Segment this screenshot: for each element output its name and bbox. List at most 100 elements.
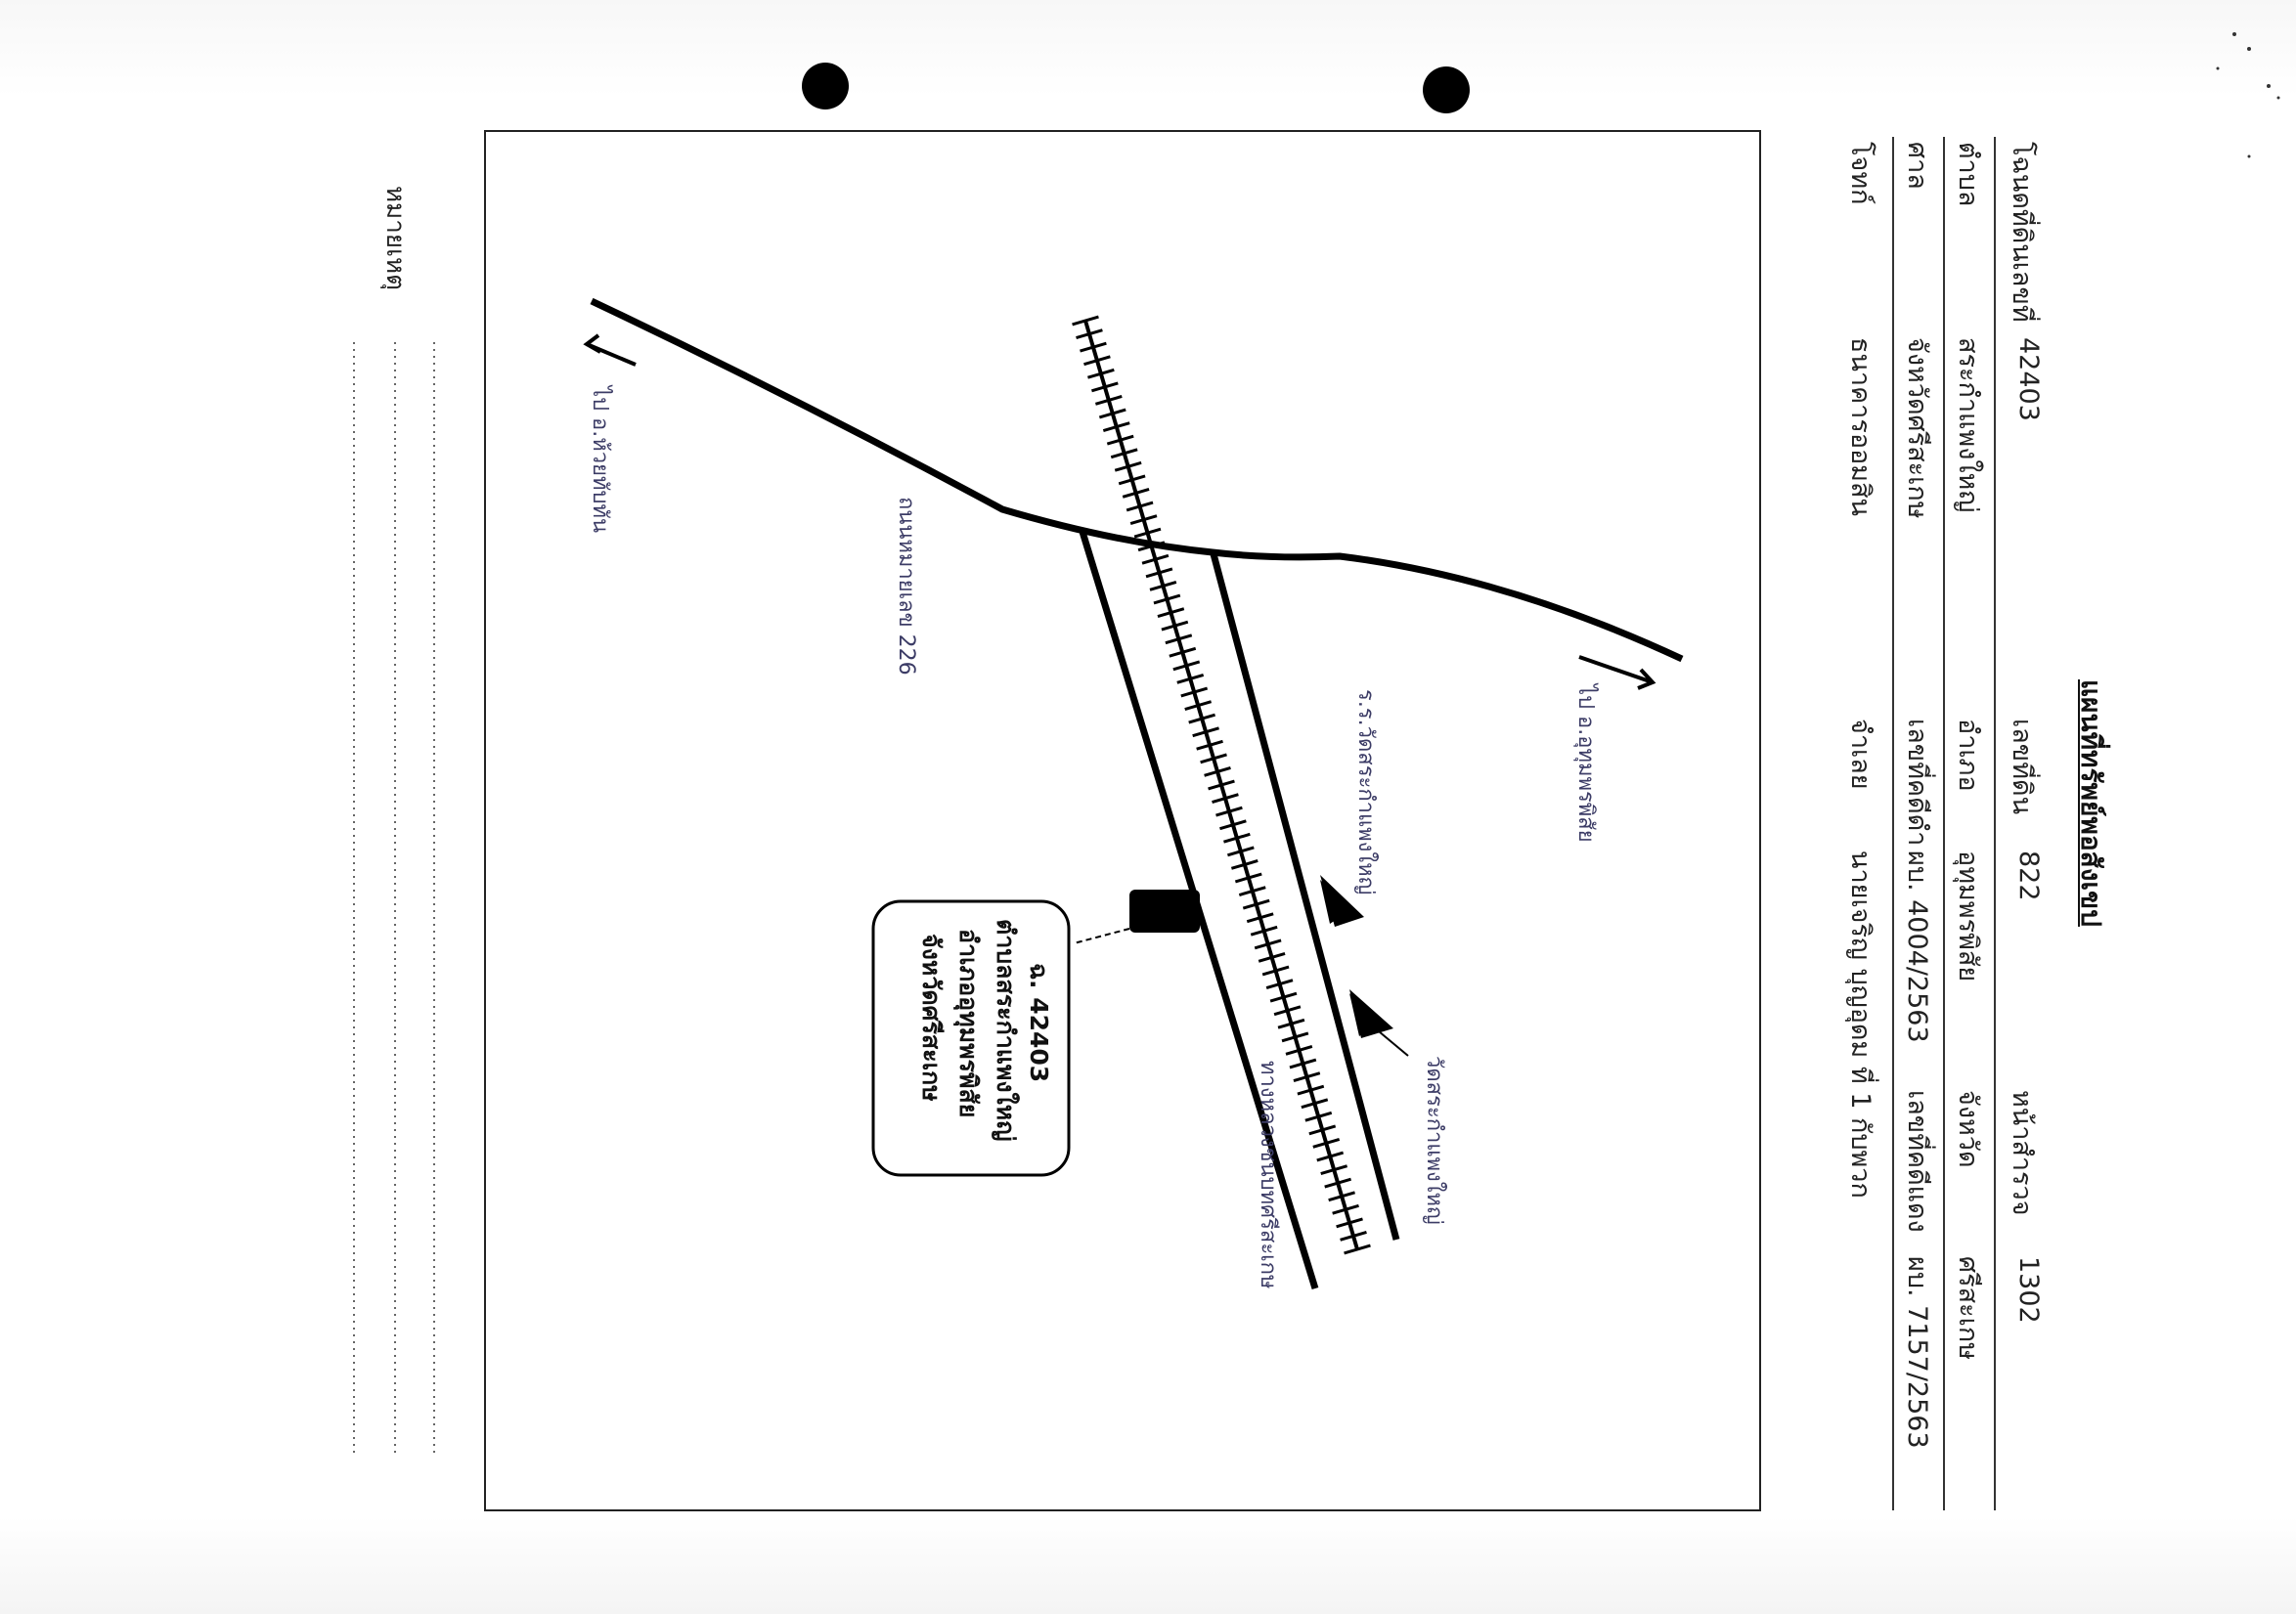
property-leader-line xyxy=(1073,928,1130,944)
railway-tie xyxy=(1118,474,1146,486)
railway-tie xyxy=(1289,1058,1317,1069)
railway-tie xyxy=(1312,1138,1341,1149)
info-label-district: อำเภอ xyxy=(1953,719,1983,792)
railway-tie xyxy=(1122,488,1150,499)
railway-tie xyxy=(1269,991,1298,1003)
railway-tie xyxy=(1219,819,1247,831)
railway-tie xyxy=(1265,979,1294,989)
info-value-subdistrict: สระกำแพงใหญ่ xyxy=(1953,337,1983,513)
property-province: จังหวัดศรีสะเกษ xyxy=(917,934,946,1102)
railway-tie xyxy=(1106,434,1134,446)
railway-tie xyxy=(1215,806,1243,817)
railway-tie xyxy=(1226,846,1255,857)
info-value-court: จังหวัดศรีสะเกษ xyxy=(1902,337,1932,519)
property-marker xyxy=(1129,890,1200,933)
railway-tie xyxy=(1304,1111,1333,1122)
railway-tie xyxy=(1230,859,1258,870)
railway-tie xyxy=(1133,527,1162,539)
railway-tie xyxy=(1196,739,1223,751)
railway-tie xyxy=(1336,1217,1363,1229)
property-subdistrict: ตำบลสระกำแพงใหญ่ xyxy=(992,919,1020,1142)
railway-tie xyxy=(1301,1098,1329,1110)
info-value-defendant: นายเจริญ บุญอุดม ที่ 1 กับพวก xyxy=(1845,851,1876,1199)
label-temple: วัดสระกำแพงใหญ่ xyxy=(1422,1056,1446,1225)
railway-tie xyxy=(1293,1071,1321,1082)
punch-hole-left xyxy=(802,63,849,109)
railway-tie xyxy=(1087,368,1115,379)
railway-tie xyxy=(1141,553,1170,565)
railway-tie xyxy=(1176,674,1205,684)
railway-tie xyxy=(1234,872,1262,884)
railway-tie xyxy=(1297,1084,1325,1096)
railway-tie xyxy=(1102,421,1130,432)
railway-tie xyxy=(1344,1243,1371,1255)
railway-tie xyxy=(1308,1124,1337,1136)
info-value-district: อุทุมพรพิสัย xyxy=(1953,851,1983,982)
property-district: อำเภออุทุมพรพิสัย xyxy=(954,929,983,1118)
info-label-subdistrict: ตำบล xyxy=(1953,142,1983,207)
document-title: แผนที่ทรัพย์พอสังเขป xyxy=(2075,679,2107,927)
railway-tie xyxy=(1080,341,1107,353)
info-label-plaintiff: โจทก์ xyxy=(1845,142,1876,205)
railway-tie xyxy=(1180,686,1209,698)
railway-tie xyxy=(1242,898,1270,910)
railway-tie xyxy=(1273,1005,1302,1017)
railway-tie xyxy=(1172,660,1201,672)
info-label-black-case: เลขที่คดีดำ xyxy=(1902,719,1932,847)
railway-tie xyxy=(1258,952,1286,963)
info-label-land-no: เลขที่ดิน xyxy=(2007,719,2037,815)
railway-tie xyxy=(1204,766,1231,777)
railway-tie xyxy=(1157,607,1185,618)
highway-226-line xyxy=(590,297,1684,663)
label-rural-road: ทางหลวงชนบทศรีสะเกษ xyxy=(1256,1061,1280,1289)
railway-ties xyxy=(1072,315,1371,1255)
railway-tie xyxy=(1153,593,1181,605)
railway-tie xyxy=(1238,886,1266,896)
info-value-province: ศรีสะเกษ xyxy=(1953,1256,1983,1360)
label-to-huai-thap-than: ไป อ.ห้วยทับทัน xyxy=(588,386,612,533)
railway-tie xyxy=(1114,460,1142,472)
railway-tie xyxy=(1169,646,1197,658)
info-label-deed-no: โฉนดที่ดินเลขที่ xyxy=(2007,142,2037,323)
railway-tie xyxy=(1165,633,1193,645)
railway-tie xyxy=(1250,925,1278,937)
info-value-black-case: ผบ. 4004/2563 xyxy=(1902,851,1932,1043)
railway-tie xyxy=(1083,355,1111,367)
info-label-red-case: เลขที่คดีแดง xyxy=(1902,1090,1932,1233)
railway-tie xyxy=(1076,328,1103,339)
railway-tie xyxy=(1277,1018,1305,1029)
railway-tie xyxy=(1320,1164,1348,1175)
info-label-court: ศาล xyxy=(1902,142,1932,190)
info-label-province: จังหวัด xyxy=(1953,1090,1983,1168)
info-label-survey-page: หน้าสำรวจ xyxy=(2007,1090,2037,1216)
railway-tie xyxy=(1094,395,1123,406)
info-value-plaintiff: ธนาคารออมสิน xyxy=(1845,337,1876,516)
railway-tie xyxy=(1332,1203,1359,1215)
railway-tie xyxy=(1161,620,1189,632)
railway-tie xyxy=(1192,726,1219,738)
railway-tie xyxy=(1223,832,1251,844)
railway-tie xyxy=(1212,793,1239,804)
label-highway-226: ถนนหมายเลข 226 xyxy=(894,497,918,676)
label-to-uthumphon: ไป อ.อุทุมพรพิสัย xyxy=(1573,684,1598,843)
railway-tie xyxy=(1184,700,1213,711)
railway-tie xyxy=(1324,1177,1352,1189)
railway-tie xyxy=(1208,779,1235,791)
info-value-survey-page: 1302 xyxy=(2013,1256,2044,1324)
railway-tie xyxy=(1126,501,1154,512)
railway-tie xyxy=(1200,753,1227,764)
punch-hole-right xyxy=(1423,66,1470,113)
property-deed-number: ฉ. 42403 xyxy=(1025,963,1053,1083)
arrow-uthumphon xyxy=(1578,655,1654,684)
railway-tie xyxy=(1098,408,1126,419)
property-callout-box xyxy=(871,899,1071,1177)
railway-tie xyxy=(1110,448,1138,459)
info-value-red-case: ผบ. 7157/2563 xyxy=(1902,1256,1932,1449)
railway-tie xyxy=(1281,1031,1309,1043)
rural-road-right-edge xyxy=(1209,549,1400,1241)
railway-tie xyxy=(1072,315,1099,327)
railway-tie xyxy=(1137,541,1166,552)
railway-tie xyxy=(1145,567,1173,579)
